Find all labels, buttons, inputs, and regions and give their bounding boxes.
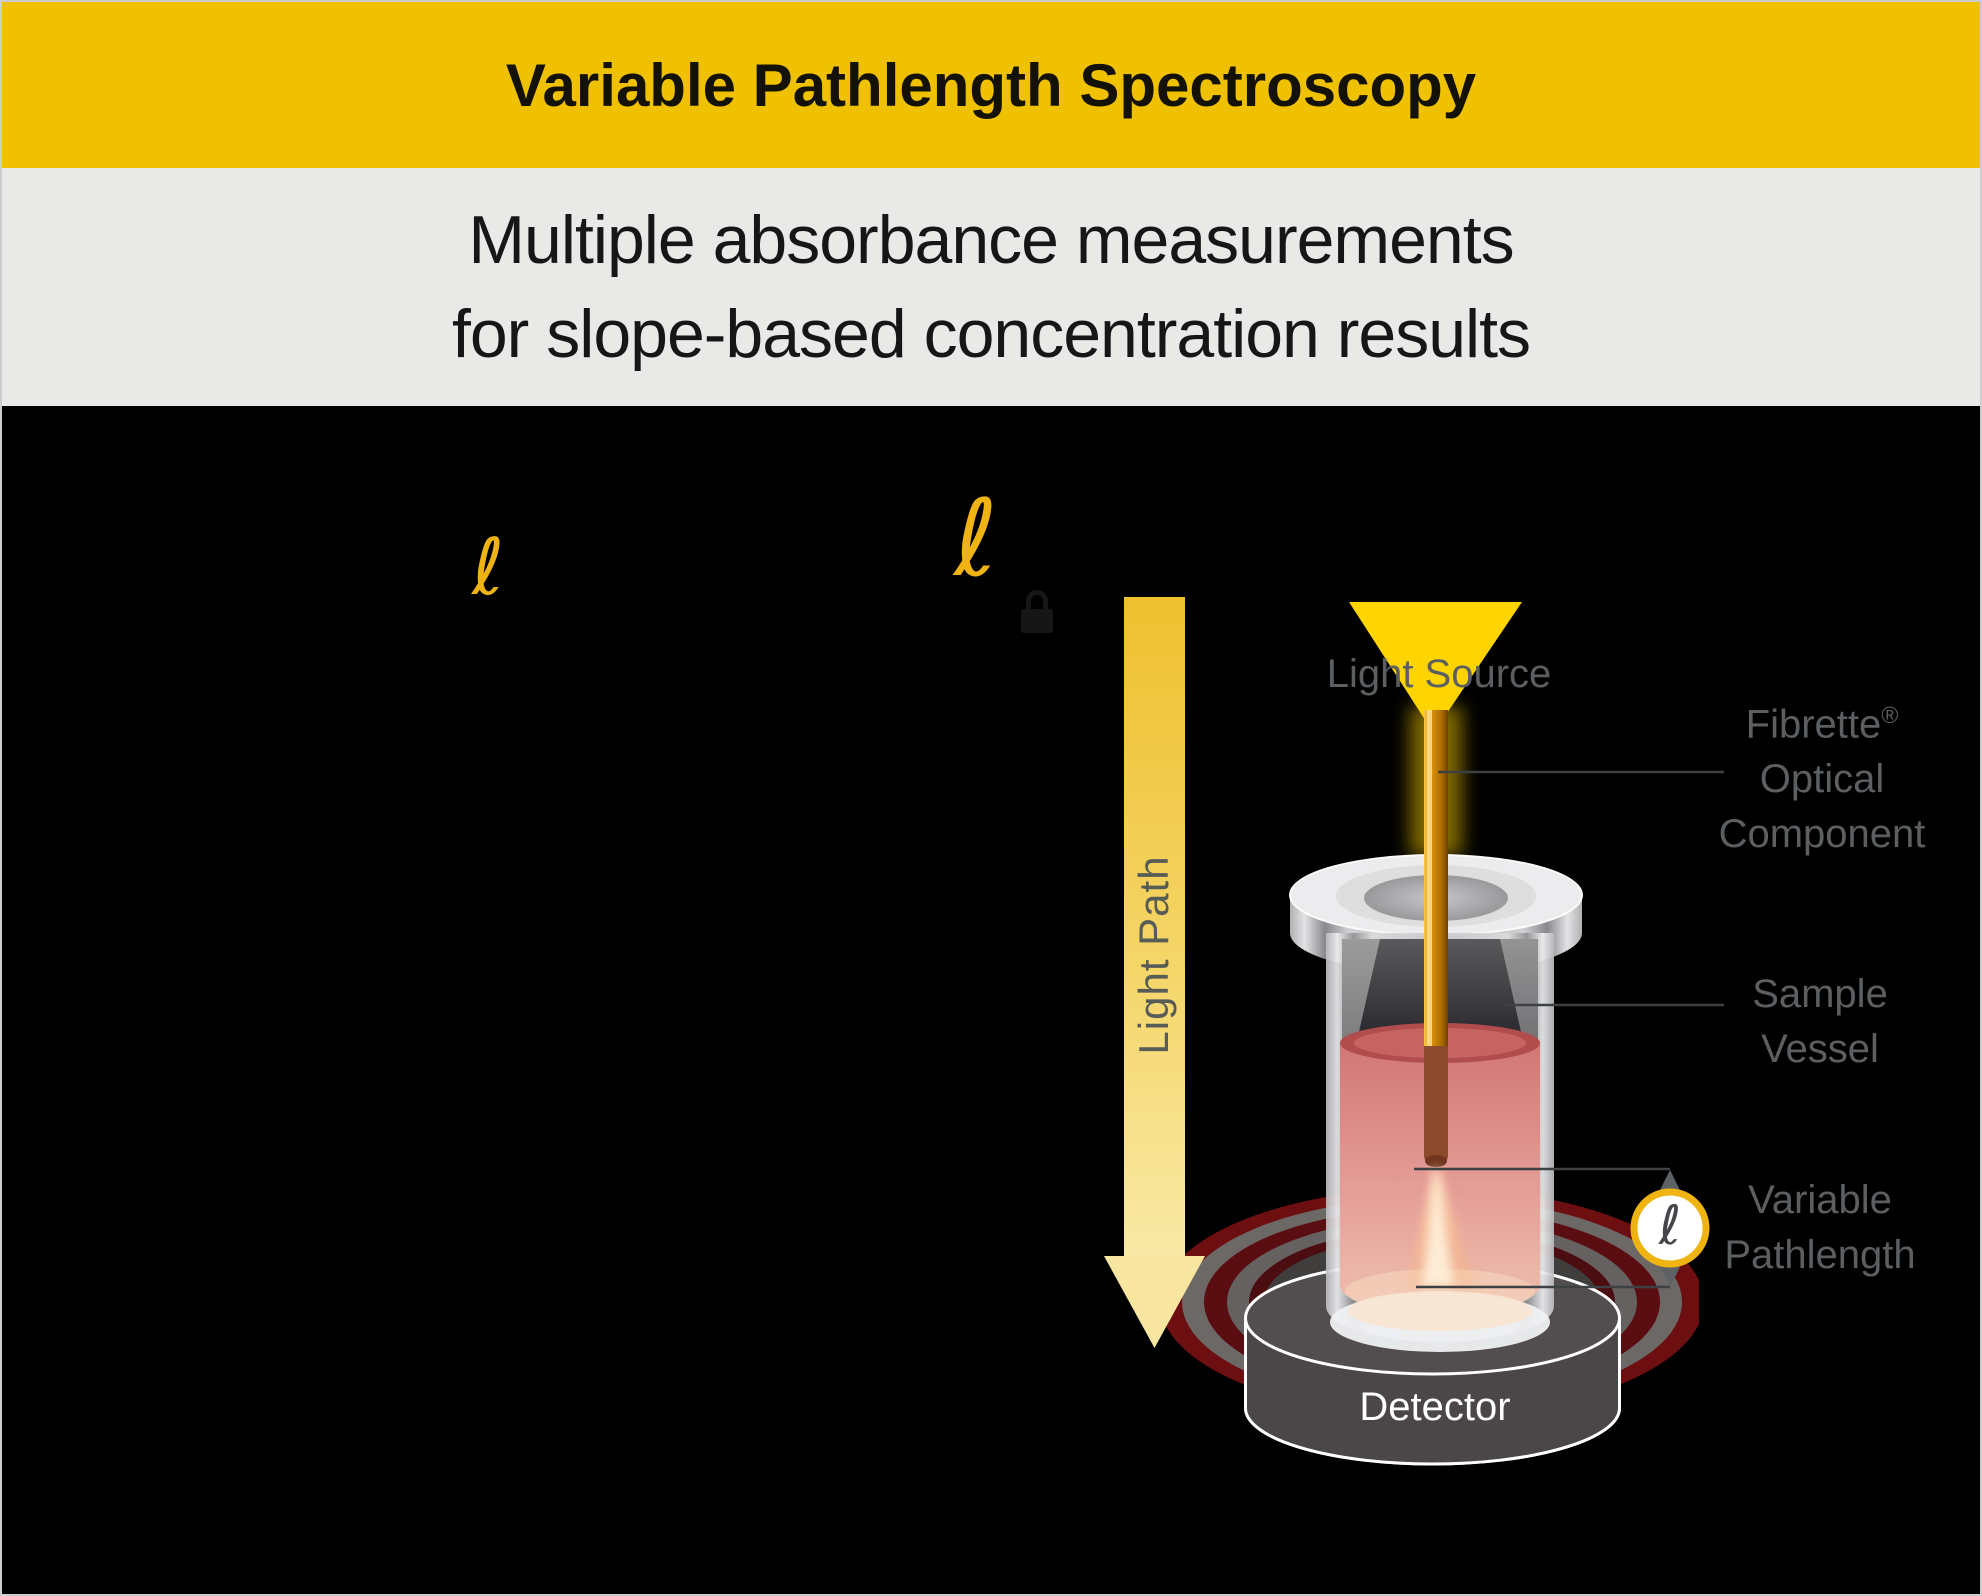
fibrette-label-line2: Optical xyxy=(1759,757,1885,802)
variable-pathlength-line1: Variable xyxy=(1748,1178,1892,1222)
sample-vessel-label-line1: Sample xyxy=(1752,972,1888,1016)
pathlength-dimension xyxy=(1630,1170,1710,1287)
sample-vessel-label: Sample Vessel xyxy=(1612,967,1980,1077)
subtitle-band: Multiple absorbance measurements for slo… xyxy=(2,168,1980,406)
fibrette-rod xyxy=(1424,710,1448,1167)
fibrette-label-line3: Component xyxy=(1718,812,1926,857)
equation-pathlength-symbol-1: ℓ xyxy=(472,523,505,613)
fibrette-label-line1: Fibrette® xyxy=(1612,688,1980,752)
page-title: Variable Pathlength Spectroscopy xyxy=(505,51,1477,119)
light-path-arrow xyxy=(1104,597,1205,1348)
lock-icon xyxy=(1020,590,1054,633)
leader-lines xyxy=(1414,770,1724,1289)
sample-vessel-label-line2: Vessel xyxy=(1761,1027,1879,1071)
lock-body xyxy=(1021,609,1053,633)
lock-shackle xyxy=(1026,590,1048,610)
subtitle-line-2: for slope-based concentration results xyxy=(451,296,1531,372)
pathlength-badge xyxy=(1630,1188,1710,1268)
registered-mark: ® xyxy=(1881,702,1899,728)
detector-label: Detector xyxy=(1359,1385,1511,1429)
subtitle-line-1: Multiple absorbance measurements xyxy=(468,202,1514,278)
fibrette-label: Fibrette® Optical Component xyxy=(1612,688,1980,862)
diagram-graphics xyxy=(1104,597,1724,1466)
header-band: Variable Pathlength Spectroscopy xyxy=(2,2,1980,168)
pathlength-symbol: ℓ xyxy=(1658,1193,1682,1257)
variable-pathlength-label: Variable Pathlength xyxy=(1612,1173,1980,1283)
fibrette-name: Fibrette xyxy=(1745,702,1882,747)
light-source-label: Light Source xyxy=(1326,652,1552,696)
diagram-canvas: ℓ ℓ Light Path Light Source Fibrette® Op… xyxy=(2,406,1980,1594)
glow-cone xyxy=(1406,1164,1476,1288)
light-path-label: Light Path xyxy=(1130,855,1177,1055)
equation-pathlength-symbol-2: ℓ xyxy=(954,477,998,600)
variable-pathlength-line2: Pathlength xyxy=(1724,1233,1916,1277)
